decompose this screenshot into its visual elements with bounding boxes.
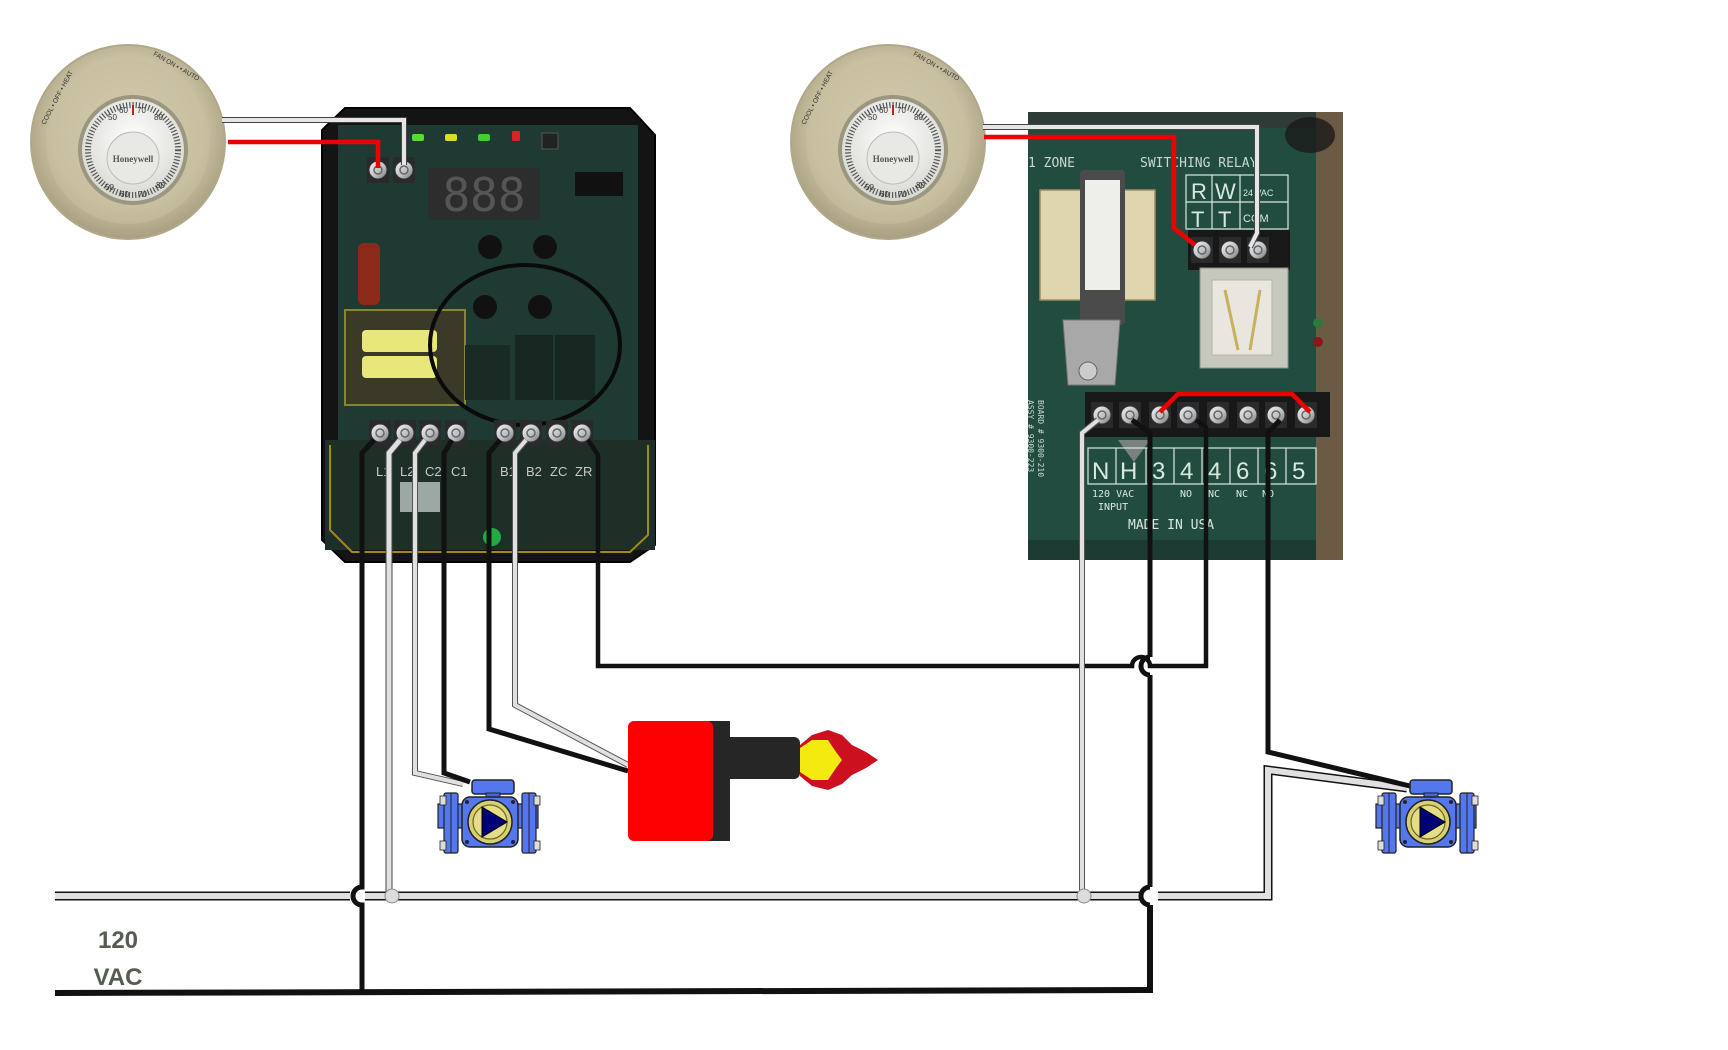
seven-segment-display xyxy=(428,168,540,220)
wire-b1-to-burner xyxy=(486,438,629,774)
dial-tick-label: 70 xyxy=(897,106,906,115)
capacitor xyxy=(358,243,380,305)
relay-input-label: INPUT xyxy=(1098,502,1128,513)
thermostat-wires-right xyxy=(983,124,1260,249)
terminal-label-b1: B1 xyxy=(500,464,516,479)
wire-c2-to-pump-left xyxy=(412,438,464,787)
relay-header-left: 1 ZONE xyxy=(1028,156,1075,171)
power-label-voltage: 120 xyxy=(98,927,138,954)
hot-bus-wire xyxy=(54,905,1153,996)
relay-label-w: W xyxy=(1215,179,1236,204)
relay-sublabel: NC xyxy=(1236,489,1248,500)
dial-tick-label: 50 xyxy=(105,183,114,192)
wire-c1-to-pump-left xyxy=(441,438,471,785)
relay-terminal-n: N xyxy=(1092,458,1109,485)
switching-relay: 1 ZONE SWITCHING RELAY R T W T 24 VAC CO… xyxy=(1026,112,1343,560)
dial-tick-label: 70 xyxy=(137,106,146,115)
power-label-unit: VAC xyxy=(94,964,143,991)
dial-tick-label: 80 xyxy=(156,181,165,190)
dial-tick-label: 50 xyxy=(868,113,877,122)
relay-label-t: T xyxy=(1191,207,1204,232)
thermostat-left: Honeywell 50 60 70 80 50 60 70 80 COOL •… xyxy=(30,44,226,240)
relay-assy-number: ASSY # 9300-223 xyxy=(1026,400,1035,472)
thermostat-right: Honeywell 50 60 70 80 50 60 70 80 COOL •… xyxy=(790,44,986,240)
relay-terminal-h: H xyxy=(1120,458,1137,485)
neutral-bus-wire xyxy=(55,764,1408,901)
wire-b2-to-burner xyxy=(512,438,630,768)
relay-terminal-4-no: 4 xyxy=(1180,458,1193,485)
dial-tick-label: 60 xyxy=(879,106,888,115)
terminal-label-b2: B2 xyxy=(526,464,542,479)
relay-label-t: T xyxy=(1218,207,1231,232)
dial-tick-label: 80 xyxy=(914,113,923,122)
terminal-label-l2: L2 xyxy=(400,464,414,479)
relay-terminal-6-nc: 6 xyxy=(1236,458,1249,485)
relay-sublabel: NO xyxy=(1180,489,1192,500)
dial-tick-label: 50 xyxy=(108,113,117,122)
ground-screw xyxy=(483,528,501,546)
circulator-pump-left xyxy=(437,779,541,854)
dial-tick-label: 60 xyxy=(880,190,889,199)
relay-terminal-4-nc: 4 xyxy=(1208,458,1221,485)
dial-tick-label: 60 xyxy=(120,190,129,199)
relay-sublabel: NC xyxy=(1208,489,1220,500)
terminal-label-c1: C1 xyxy=(451,464,468,479)
jumper-wire-3-to-5 xyxy=(1158,391,1312,414)
thermostat-brand: Honeywell xyxy=(873,154,914,164)
relay-header-right: SWITCHING RELAY xyxy=(1140,156,1258,171)
relay-board-number: BOARD # 9300-210 xyxy=(1036,400,1045,477)
led-green xyxy=(478,134,490,141)
wire-relay-n-neutral xyxy=(1076,417,1100,904)
wire-l2-neutral xyxy=(384,437,403,904)
relay-terminal-5: 5 xyxy=(1292,458,1305,485)
wire-zr-to-relay xyxy=(586,418,1209,669)
wire-relay-h-hot xyxy=(1130,417,1153,993)
flame-icon xyxy=(800,730,878,790)
relay-made-in: MADE IN USA xyxy=(1128,518,1214,533)
dial-tick-label: 60 xyxy=(119,106,128,115)
terminal-label-c2: C2 xyxy=(425,464,442,479)
circulator-pump-right xyxy=(1375,779,1479,854)
terminal-label-zc: ZC xyxy=(550,464,567,479)
burner-housing xyxy=(628,721,713,841)
led-yellow xyxy=(445,134,457,141)
dial-tick-label: 80 xyxy=(916,181,925,190)
led-red xyxy=(512,131,520,141)
led-green xyxy=(412,134,424,141)
terminal-label-zr: ZR xyxy=(575,464,592,479)
relay-label-r: R xyxy=(1191,179,1207,204)
thermostat-brand: Honeywell xyxy=(113,154,154,164)
dial-tick-label: 80 xyxy=(154,113,163,122)
push-button[interactable] xyxy=(541,132,559,150)
dial-tick-label: 70 xyxy=(138,190,147,199)
thermostat-wires-left xyxy=(222,117,407,168)
relay-input-label: 120 VAC xyxy=(1092,489,1134,500)
burner xyxy=(628,721,878,841)
dial-tick-label: 70 xyxy=(898,190,907,199)
dial-tick-label: 50 xyxy=(865,183,874,192)
relay-terminal-3: 3 xyxy=(1152,458,1165,485)
wire-relay-6-to-pump-right xyxy=(1265,418,1411,789)
display-readout: 888 xyxy=(442,168,525,222)
wire-l1-hot xyxy=(350,438,376,993)
